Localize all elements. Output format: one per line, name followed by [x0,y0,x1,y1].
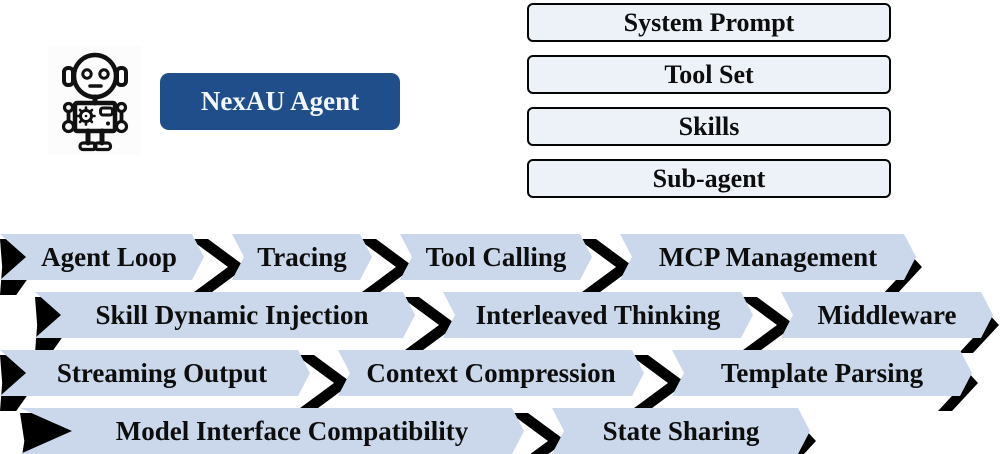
feature-chevron: Tool Calling [400,234,592,280]
robot-icon [48,46,142,155]
config-box: Skills [527,107,891,146]
feature-chevron: Middleware [781,292,993,338]
feature-chevron: Template Parsing [672,350,972,396]
feature-row-3: Streaming Output Context Compression Templ… [0,350,978,411]
feature-row-4: Model Interface Compatibility State Shari… [20,408,816,454]
agent-label: NexAU Agent [200,86,360,116]
feature-chevron: Skill Dynamic Injection [35,292,415,338]
config-box-label: System Prompt [623,7,795,37]
agent-label-box: NexAU Agent [160,73,400,130]
config-box: System Prompt [527,3,891,42]
feature-chevron: Interleaved Thinking [443,292,753,338]
feature-chevron: Context Compression [338,350,644,396]
feature-chevron: MCP Management [620,234,916,280]
feature-chevron: Model Interface Compatibility [20,408,524,454]
config-box-label: Tool Set [664,59,754,89]
feature-chevron: Tracing [232,234,372,280]
feature-row-2: Skill Dynamic Injection Interleaved Think… [35,292,999,353]
feature-chevron: Agent Loop [0,234,204,280]
config-box-label: Skills [678,111,740,141]
feature-chevron: Streaming Output [0,350,310,396]
feature-row-1: Agent Loop Tracing Tool Calling MCP Managem… [0,234,922,295]
feature-chevron: State Sharing [552,408,810,454]
config-box: Sub-agent [527,159,891,198]
config-box: Tool Set [527,55,891,94]
config-box-label: Sub-agent [652,163,766,193]
